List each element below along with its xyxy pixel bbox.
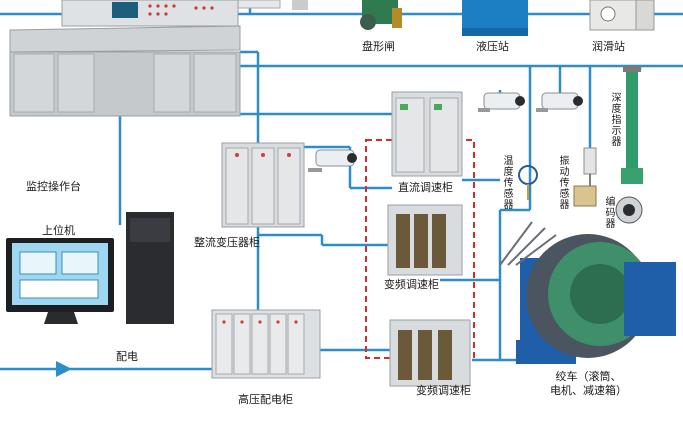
vfd-cabinet-1-label: 变频调速柜 (384, 278, 439, 291)
vfd-cabinet-2-label: 变频调速柜 (416, 384, 471, 397)
depth-indicator-icon (621, 66, 643, 184)
camera-icon (536, 92, 583, 112)
power-distribution-label: 配电 (116, 350, 138, 363)
depth-indicator-label: 深度指示器 (609, 92, 620, 147)
camera-icon (478, 92, 525, 112)
monitoring-console-label: 监控操作台 (26, 180, 81, 193)
rectifier-cabinet-label: 整流变压器柜 (194, 236, 260, 249)
winch-label: 绞车（滚筒、 电机、减速箱） (550, 370, 627, 397)
lubrication-station-image (589, 0, 655, 31)
dc-speed-cabinet-label: 直流调速柜 (398, 181, 453, 194)
rectifier-cabinet-image (221, 142, 305, 228)
arrow-icon (56, 361, 72, 377)
console-image (9, 0, 241, 117)
vfd-cabinet-2-image (389, 319, 471, 387)
disc-brake-label: 盘形闸 (362, 40, 395, 53)
temp-sensor-label: 温度传感器 (501, 155, 512, 210)
disc-brake-image (360, 0, 402, 30)
camera-icon (308, 149, 357, 172)
winch-image (499, 221, 676, 364)
hv-cabinet-label: 高压配电柜 (238, 393, 293, 406)
vfd-cabinet-1-image (387, 204, 463, 276)
hydraulic-station-image (462, 0, 528, 36)
vibration-sensor-icon (573, 147, 597, 207)
lubrication-station-label: 润滑站 (592, 40, 625, 53)
temperature-sensor-icon (518, 165, 538, 200)
vibration-sensor-label: 振动传感器 (557, 155, 568, 210)
dc-speed-cabinet-image (391, 91, 463, 177)
encoder-label: 编码器 (603, 196, 614, 229)
encoder-icon (615, 196, 643, 224)
host-computer-image (6, 212, 174, 324)
hydraulic-station-label: 液压站 (476, 40, 509, 53)
host-computer-label: 上位机 (42, 224, 75, 237)
hv-cabinet-image (211, 309, 321, 379)
